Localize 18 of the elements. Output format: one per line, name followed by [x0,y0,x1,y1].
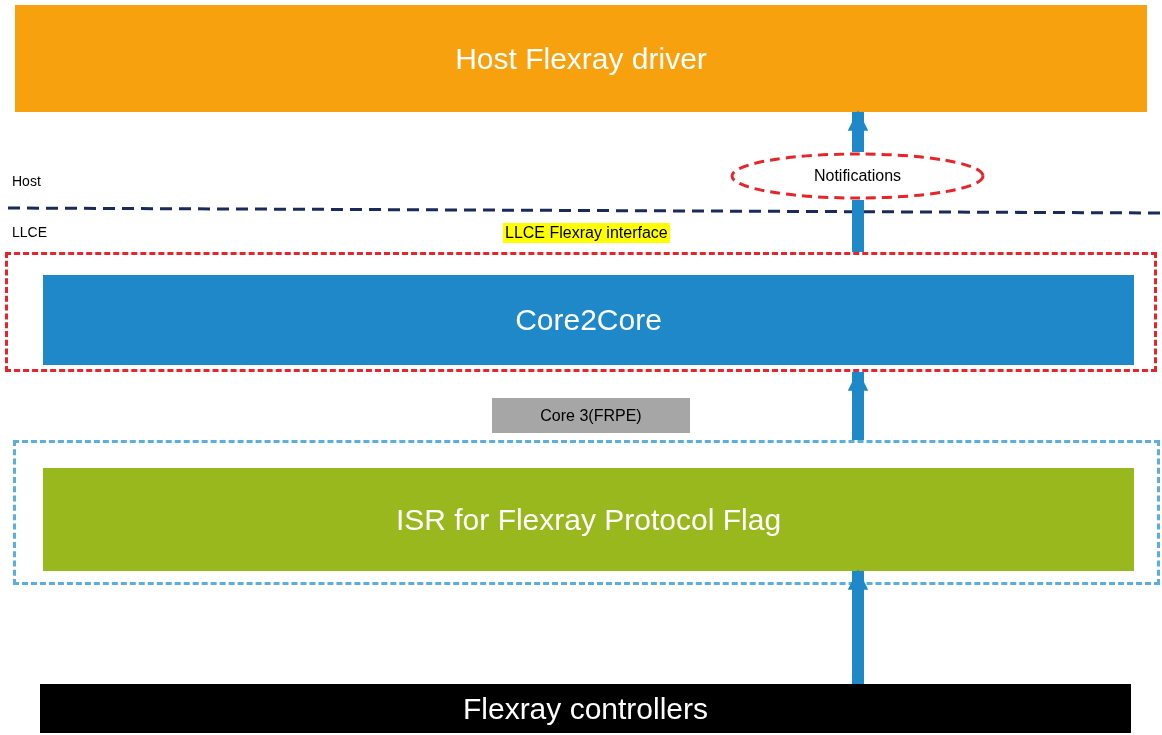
process-box [40,684,1131,733]
box-label: Core2Core [515,303,662,337]
process-box [15,5,1147,112]
process-box [43,468,1134,571]
process-box [43,275,1134,365]
process-box [492,398,690,433]
layer-label: LLCE [12,224,48,240]
group-heading: LLCE Flexray interface [503,223,670,243]
layer-label: Host [12,173,41,189]
box-label: ISR for Flexray Protocol Flag [395,502,782,537]
arrow [847,370,869,440]
box-label: Host Flexray driver [455,41,707,76]
arrow [847,110,869,152]
arrow [847,569,869,684]
box-label: Core 3(FRPE) [540,406,642,425]
dashed-group-box [13,440,1160,585]
dashed-ellipse [730,152,985,200]
box-label: Flexray controllers [462,691,709,726]
